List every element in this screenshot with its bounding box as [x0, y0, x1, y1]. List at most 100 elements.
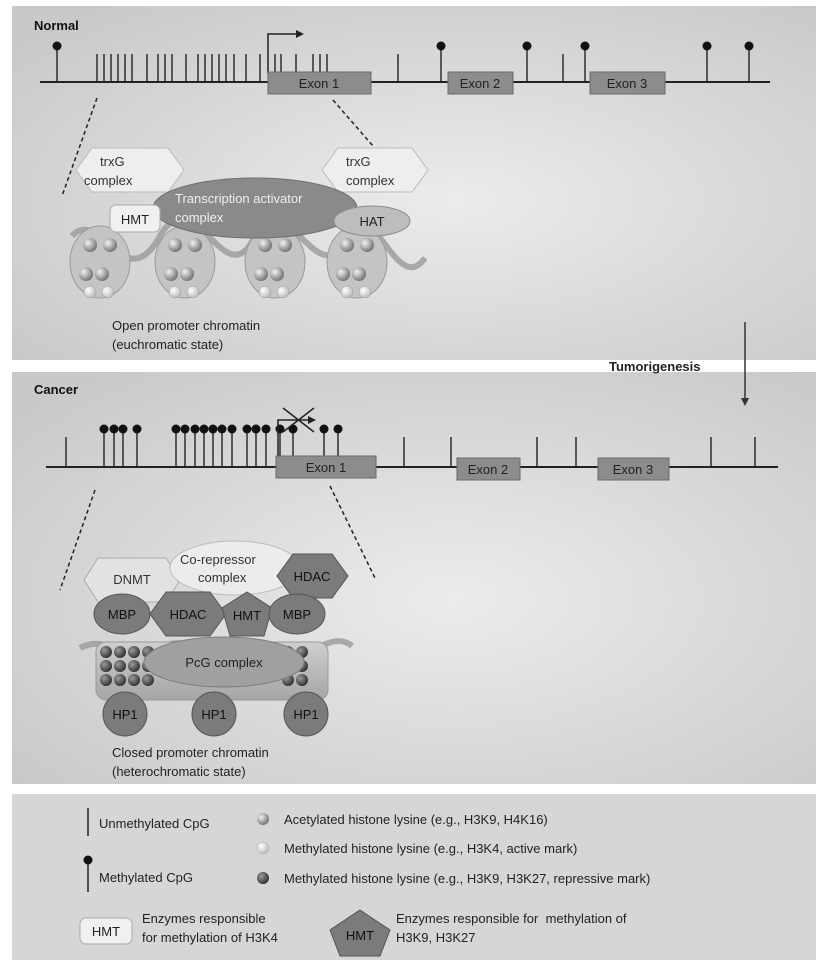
- methylated-cpg-dot: [208, 424, 218, 434]
- cancer-exon-1-label: Exon 1: [306, 460, 346, 475]
- methylated-cpg-dot: [217, 424, 227, 434]
- active-methyl-bead: [340, 285, 354, 299]
- normal-exon-1: Exon 1: [267, 71, 372, 95]
- hp1-1-label: HP1: [112, 707, 137, 722]
- normal-caption-line1: Open promoter chromatin: [112, 318, 260, 333]
- legend-hmt-box-desc1: Enzymes responsible: [142, 911, 266, 926]
- activator-line1: Transcription activator: [175, 191, 303, 206]
- normal-cpg-sites: [52, 41, 754, 82]
- legend-hmt-box: HMT: [79, 917, 133, 945]
- acetylated-bead: [360, 238, 374, 252]
- acetylated-bead: [258, 238, 272, 252]
- trxg-right-line1: trxG: [346, 154, 371, 169]
- methylated-cpg-dot: [702, 41, 712, 51]
- acetylated-bead: [188, 238, 202, 252]
- hp1-2-label: HP1: [201, 707, 226, 722]
- methylated-cpg-dot: [522, 41, 532, 51]
- methylated-cpg-dot: [180, 424, 190, 434]
- cancer-zoom-right: [329, 485, 376, 579]
- normal-caption-line2: (euchromatic state): [112, 337, 223, 352]
- trxg-complex-right: trxG complex: [321, 147, 429, 193]
- cancer-zoom-left: [59, 489, 96, 591]
- hdac-top: HDAC: [276, 553, 349, 599]
- mbp-left-label: MBP: [108, 607, 136, 622]
- methylated-cpg-dot: [242, 424, 252, 434]
- corepressor-line2: complex: [198, 570, 247, 585]
- hp1-1: HP1: [102, 691, 148, 737]
- trxg-left-line1: trxG: [100, 154, 125, 169]
- active-methyl-bead: [258, 285, 272, 299]
- legend-acetylated-label: Acetylated histone lysine (e.g., H3K9, H…: [284, 812, 548, 827]
- cancer-exon-3: Exon 3: [597, 457, 670, 481]
- active-methyl-bead: [186, 285, 200, 299]
- repressive-methyl-bead: [100, 674, 112, 686]
- methylated-cpg-dot: [261, 424, 271, 434]
- nucleosome: [326, 225, 388, 299]
- acetylated-bead: [278, 238, 292, 252]
- mbp-left: MBP: [93, 593, 151, 635]
- cancer-exon-2-label: Exon 2: [468, 462, 508, 477]
- trxg-right-line2: complex: [346, 173, 395, 188]
- acetylated-bead: [270, 267, 284, 281]
- acetylated-bead: [79, 267, 93, 281]
- legend-hmt-box-label: HMT: [92, 924, 120, 939]
- repressive-methyl-bead: [142, 674, 154, 686]
- legend-active-bead: [256, 841, 270, 855]
- pcg-label: PcG complex: [185, 655, 263, 670]
- legend-panel: [12, 794, 816, 960]
- hat-ellipse: HAT: [333, 205, 411, 237]
- acetylated-bead: [180, 267, 194, 281]
- repressive-methyl-bead: [114, 660, 126, 672]
- normal-tss-arrowhead: [296, 30, 304, 38]
- active-methyl-bead: [276, 285, 290, 299]
- normal-tss-arrow: [267, 33, 296, 74]
- methylated-cpg-dot: [118, 424, 128, 434]
- methylated-cpg-dot: [132, 424, 142, 434]
- hp1-2: HP1: [191, 691, 237, 737]
- normal-exon-2-label: Exon 2: [460, 76, 500, 91]
- acetylated-bead: [95, 267, 109, 281]
- legend-hmt-pent-desc2: H3K9, H3K27: [396, 930, 476, 945]
- acetylated-bead: [103, 238, 117, 252]
- legend-hmt-pent-desc1: Enzymes responsible for methylation of: [396, 911, 627, 926]
- repressive-methyl-bead: [114, 674, 126, 686]
- legend-methylated-label: Methylated CpG: [99, 870, 193, 885]
- methylated-cpg-dot: [52, 41, 62, 51]
- normal-exon-1-label: Exon 1: [299, 76, 339, 91]
- repressive-methyl-bead: [100, 646, 112, 658]
- hp1-3: HP1: [283, 691, 329, 737]
- normal-exon-3-label: Exon 3: [607, 76, 647, 91]
- acetylated-bead: [340, 238, 354, 252]
- acetylated-bead: [336, 267, 350, 281]
- methylated-cpg-dot: [333, 424, 343, 434]
- activator-line2: complex: [175, 210, 224, 225]
- hdac-mid: HDAC: [149, 591, 227, 637]
- trxg-left-line2: complex: [84, 173, 133, 188]
- cancer-exon-1: Exon 1: [275, 455, 377, 479]
- methylated-cpg-dot: [251, 424, 261, 434]
- cancer-caption-line2: (heterochromatic state): [112, 764, 246, 779]
- acetylated-bead: [352, 267, 366, 281]
- repressive-methyl-bead: [100, 660, 112, 672]
- methylated-cpg-dot: [171, 424, 181, 434]
- acetylated-bead: [254, 267, 268, 281]
- hmt-box-normal: HMT: [109, 204, 161, 233]
- tumorigenesis-label: Tumorigenesis: [609, 359, 701, 374]
- tss-blocked-cross-2: [282, 407, 315, 433]
- hp1-3-label: HP1: [293, 707, 318, 722]
- methylated-cpg-dot: [580, 41, 590, 51]
- normal-title: Normal: [34, 18, 79, 33]
- methylated-cpg-dot: [319, 424, 329, 434]
- acetylated-bead: [168, 238, 182, 252]
- legend-hmt-pentagon: HMT: [329, 909, 391, 957]
- normal-nucleosomes: [69, 225, 388, 299]
- corepressor-line1: Co-repressor: [180, 552, 257, 567]
- nucleosome: [154, 225, 216, 299]
- active-methyl-bead: [168, 285, 182, 299]
- trxg-complex-left: trxG complex: [75, 147, 185, 193]
- legend-acetylated-bead: [257, 813, 269, 825]
- mbp-right-label: MBP: [283, 607, 311, 622]
- hmt-pentagon-cancer: HMT: [221, 591, 273, 637]
- normal-exon-3: Exon 3: [589, 71, 666, 95]
